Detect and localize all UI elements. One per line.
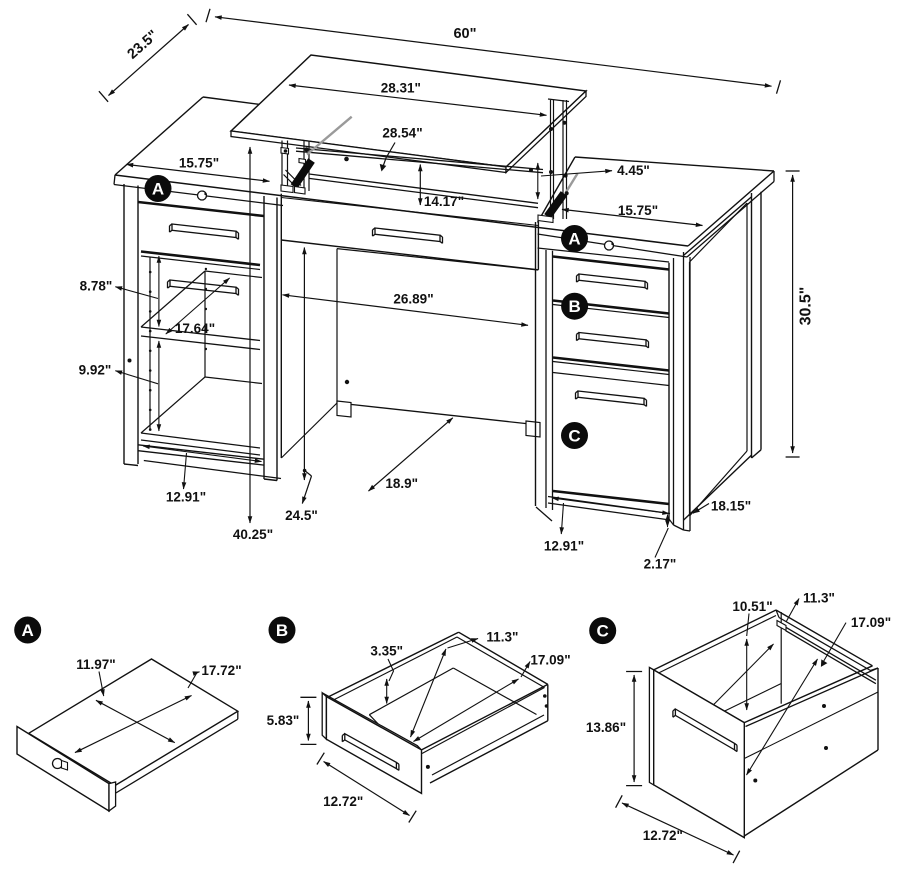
svg-text:8.78": 8.78" <box>80 279 113 294</box>
svg-text:11.3": 11.3" <box>803 591 835 606</box>
svg-text:2.17": 2.17" <box>644 557 677 572</box>
svg-text:A: A <box>152 180 164 199</box>
svg-text:60": 60" <box>453 26 476 42</box>
svg-text:28.31": 28.31" <box>381 81 421 96</box>
svg-text:40.25": 40.25" <box>233 527 273 542</box>
svg-text:B: B <box>568 297 580 316</box>
svg-text:12.72": 12.72" <box>643 828 683 843</box>
svg-text:4.45": 4.45" <box>617 163 650 178</box>
svg-text:C: C <box>568 427 580 446</box>
svg-text:18.9": 18.9" <box>385 476 418 491</box>
svg-text:30.5": 30.5" <box>798 287 815 326</box>
svg-text:3.35": 3.35" <box>370 644 403 659</box>
svg-text:15.75": 15.75" <box>179 156 219 171</box>
svg-text:14.17": 14.17" <box>424 194 464 209</box>
svg-text:17.64": 17.64" <box>175 321 215 336</box>
svg-text:10.51": 10.51" <box>732 599 772 614</box>
svg-text:12.91": 12.91" <box>166 490 206 505</box>
svg-text:12.91": 12.91" <box>544 539 584 554</box>
svg-text:17.09": 17.09" <box>851 615 891 630</box>
svg-text:17.72": 17.72" <box>201 663 241 678</box>
svg-text:11.3": 11.3" <box>486 630 518 645</box>
svg-text:13.86": 13.86" <box>586 720 626 735</box>
svg-text:28.54": 28.54" <box>382 126 422 141</box>
svg-text:A: A <box>22 621 34 640</box>
svg-text:A: A <box>568 230 580 249</box>
svg-text:17.09": 17.09" <box>530 653 570 668</box>
svg-text:9.92": 9.92" <box>79 363 112 378</box>
svg-text:C: C <box>597 622 609 641</box>
svg-text:12.72": 12.72" <box>323 794 363 809</box>
svg-text:18.15": 18.15" <box>711 499 751 514</box>
svg-text:B: B <box>276 621 288 640</box>
svg-text:26.89": 26.89" <box>393 292 433 307</box>
svg-text:11.97": 11.97" <box>76 657 115 672</box>
svg-text:5.83": 5.83" <box>267 713 300 728</box>
svg-text:15.75": 15.75" <box>618 203 658 218</box>
svg-text:24.5": 24.5" <box>285 508 318 523</box>
